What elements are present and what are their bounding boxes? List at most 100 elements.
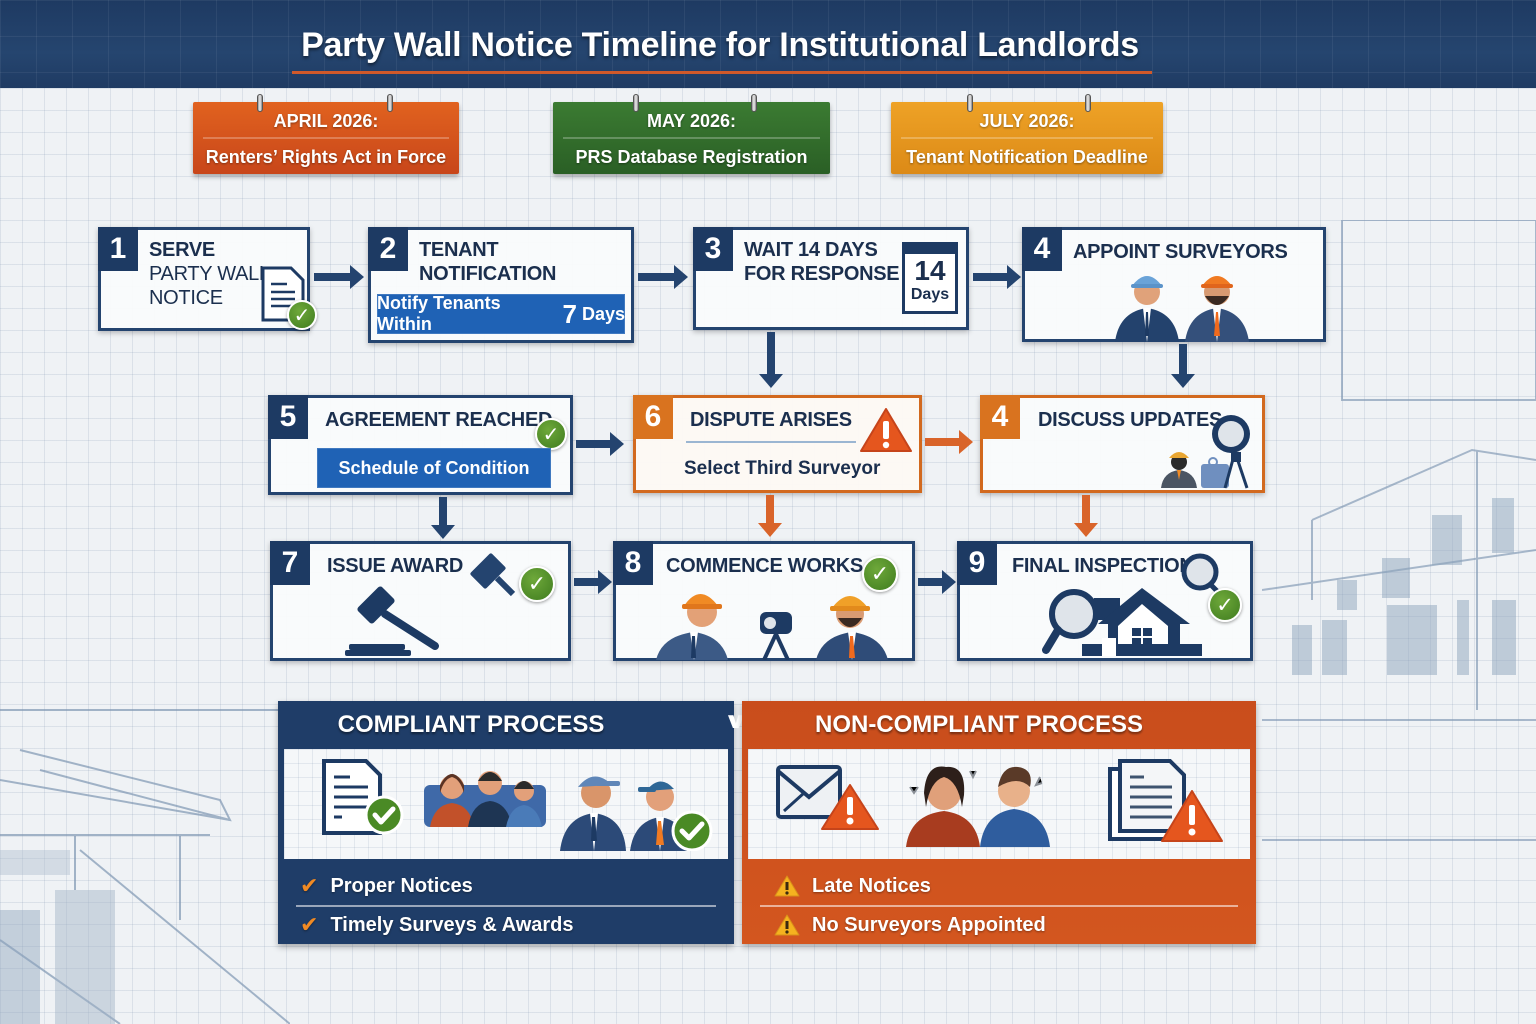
calendar-label: Days [910,286,950,303]
step-7-issue-award: 7 ISSUE AWARD ✓ [270,541,571,661]
arrow-right [574,570,612,594]
non-compliant-process-panel: NON-COMPLIANT PROCESS La [742,701,1256,944]
step-2-tenant-notification: 2 TENANT NOTIFICATION Notify Tenants Wit… [368,227,634,343]
step-subtitle-line: NOTICE [149,287,223,309]
step-title-line: WAIT 14 DAYS [744,239,878,261]
compliant-item-label: Timely Surveys & Awards [330,913,574,936]
gavel-head-icon [470,553,516,597]
step-number: 1 [98,227,138,271]
step-5-agreement-reached: 5 AGREEMENT REACHED ✓ Schedule of Condit… [268,395,573,495]
calendar-icon: 14 Days [902,242,958,314]
header: Party Wall Notice Timeline for Instituti… [0,0,1536,88]
upset-tenants-icon [906,766,1050,847]
step-title: COMMENCE WORKS [666,555,863,577]
banner-date: JULY 2026: [979,111,1075,131]
warning-icon [860,408,912,452]
checkmark-icon: ✔ [300,912,319,937]
bar-text: Days [581,303,625,324]
non-compliant-illustration [748,749,1250,859]
banner-text: Renters’ Rights Act in Force [205,147,447,167]
step-title-line: SERVE [149,239,215,261]
check-icon: ✓ [862,556,898,592]
compliant-list: ✔Proper Notices ✔ Timely Surveys & Awards [296,867,716,943]
arrow-right [918,570,956,594]
step-6-dispute-arises: 6 DISPUTE ARISES Select Third Surveyor [633,395,922,493]
non-compliant-item-label: No Surveyors Appointed [812,913,1046,936]
step-3-wait-14-days: 3 WAIT 14 DAYS FOR RESPONSE 14 Days [693,227,969,330]
tenants-group-icon [424,771,546,827]
arrow-down [1171,344,1195,388]
notify-tenants-bar: Notify Tenants Within 7 Days [377,293,625,334]
banner-text: PRS Database Registration [575,147,808,167]
surveyors-icon [1115,276,1249,342]
banner-divider [203,137,449,139]
compliant-item: ✔Proper Notices [296,867,716,905]
arrow-down [759,332,783,388]
compliant-heading: COMPLIANT PROCESS [337,711,605,738]
compliant-item: ✔ Timely Surveys & Awards [296,905,716,943]
step-title: ISSUE AWARD [327,555,463,577]
step-title: WAIT 14 DAYS FOR RESPONSE [744,238,900,286]
arrow-down [1074,495,1098,537]
step-title: APPOINT SURVEYORS [1073,241,1288,263]
arrow-right [973,265,1021,289]
step-title: SERVE PARTY WALL NOTICE [149,238,270,310]
bar-text: Notify Tenants Within [377,293,501,334]
check-icon: ✓ [535,418,567,450]
step-title: DISCUSS UPDATES [1038,409,1223,431]
step-8-commence-works: 8 COMMENCE WORKS ✓ [613,541,915,661]
check-icon: ✓ [1208,588,1242,622]
step-number: 7 [270,541,310,585]
arrow-down [758,495,782,537]
banner-date: APRIL 2026: [273,111,379,131]
calendar-number: 14 [914,255,946,286]
banner-text: Tenant Notification Deadline [906,147,1148,167]
arrow-right [576,432,624,456]
bar-number: 7 [562,298,577,329]
step-number: 9 [957,541,997,585]
document-warning-icon [1108,759,1223,842]
check-icon: ✓ [287,300,317,330]
ring-icon [751,94,757,112]
checkmark-icon: ✔ [300,873,319,898]
schedule-of-condition-bar: Schedule of Condition [317,448,551,488]
warning-icon [774,875,800,897]
step-number: 8 [613,541,653,585]
step-title: AGREEMENT REACHED [325,409,553,431]
step-title-line: TENANT [419,239,499,261]
gavel-icon [345,586,439,656]
step-number: 4 [1022,227,1062,271]
check-icon: ✓ [519,566,555,602]
ring-icon [1085,94,1091,112]
non-compliant-heading: NON-COMPLIANT PROCESS [814,711,1143,738]
ring-icon [633,94,639,112]
title-underline [292,71,1152,74]
arrow-right [314,265,364,289]
step-number: 4 [980,395,1020,439]
banner-july-2026: JULY 2026: Tenant Notification Deadline [891,94,1163,174]
step-number: 5 [268,395,308,439]
banner-divider [563,137,820,139]
non-compliant-list: Late Notices No Surveyors Appointed [760,867,1238,943]
non-compliant-item: Late Notices [760,867,1238,905]
late-mail-warning-icon [776,765,879,830]
surveyor-equipment-icon [1161,415,1250,489]
step-title: DISPUTE ARISES [690,409,852,431]
compliant-process-panel: COMPLIANT PROCESS [278,701,734,944]
banner-april-2026: APRIL 2026: Renters’ Rights Act in Force [193,94,459,174]
ring-icon [967,94,973,112]
step-title-line: FOR RESPONSE [744,263,900,285]
page-title: Party Wall Notice Timeline for Instituti… [301,26,1139,64]
compliant-illustration [284,749,728,859]
step-number: 6 [633,395,673,439]
ring-icon [257,94,263,112]
warning-icon [774,914,800,936]
non-compliant-item: No Surveyors Appointed [760,905,1238,943]
banner-date: MAY 2026: [646,111,737,131]
step-4-discuss-updates: 4 DISCUSS UPDATES [980,395,1265,493]
step-title: TENANT NOTIFICATION [419,238,556,286]
step-title: FINAL INSPECTION [1012,555,1194,577]
banner-may-2026: MAY 2026: PRS Database Registration [553,94,830,174]
step-subtitle: Select Third Surveyor [684,458,881,479]
step-4-appoint-surveyors: 4 APPOINT SURVEYORS [1022,227,1326,342]
